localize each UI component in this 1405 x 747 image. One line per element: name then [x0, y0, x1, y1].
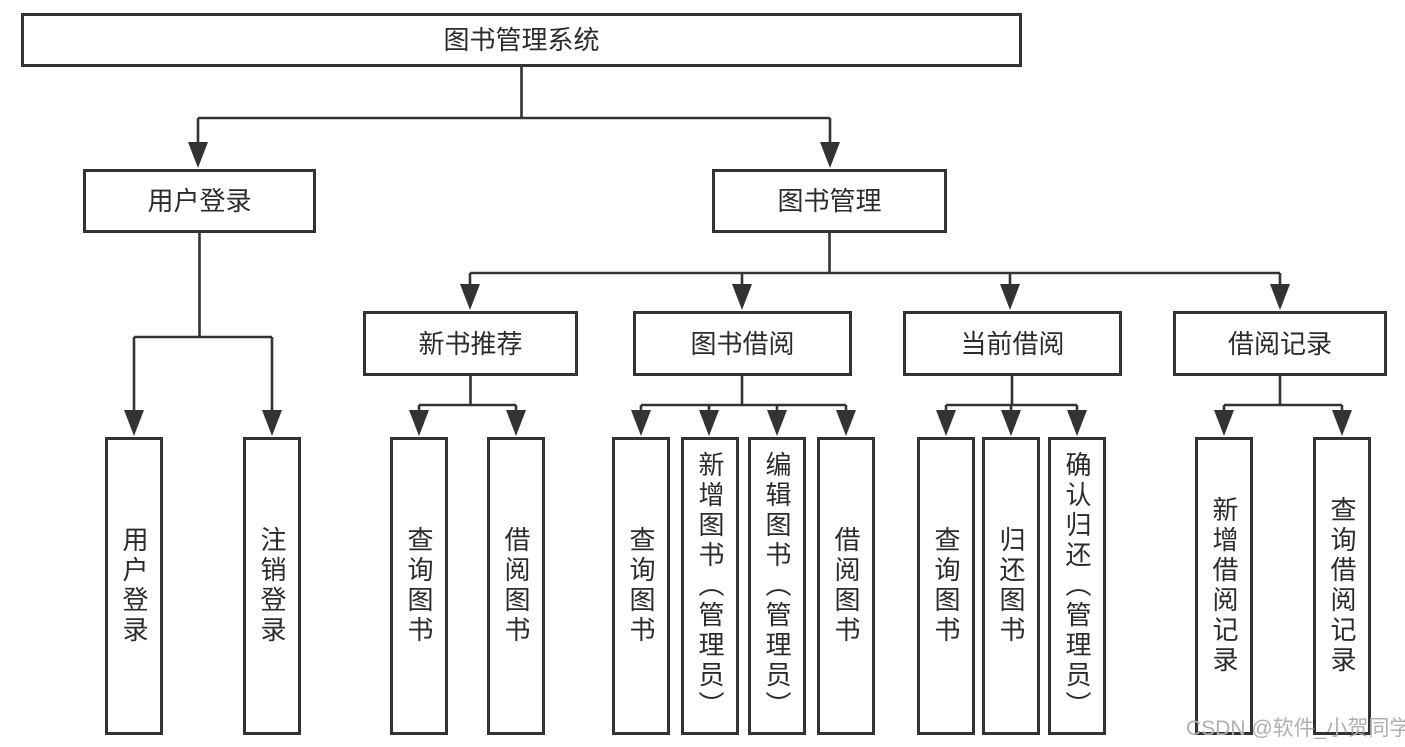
node-borrow-records: 借阅记录: [1173, 311, 1387, 376]
leaf-confirm-return-admin-label: 确认归还（管理员）: [1062, 451, 1092, 721]
connector-user-login-subtree: [132, 233, 274, 413]
node-new-book-recommendation: 新书推荐: [363, 311, 578, 376]
arrow-down-icon: [188, 142, 208, 168]
leaf-add-books-admin: 新增图书（管理员）: [681, 437, 739, 735]
leaf-add-borrow-record-label: 新增借阅记录: [1209, 496, 1239, 676]
connector-book-management-to-level3: [468, 233, 1282, 287]
leaf-borrow-books: 借阅图书: [817, 437, 875, 735]
arrow-down-icon: [1001, 410, 1021, 436]
node-book-borrowing: 图书借阅: [633, 311, 852, 376]
leaf-borrow-books-recommend-label: 借阅图书: [501, 526, 531, 646]
leaf-borrow-books-label: 借阅图书: [831, 526, 861, 646]
arrow-down-icon: [1270, 284, 1290, 310]
node-root-label: 图书管理系统: [443, 25, 600, 55]
arrow-down-icon: [1332, 410, 1352, 436]
node-root-library-management-system: 图书管理系统: [21, 13, 1022, 67]
arrow-down-icon: [1214, 410, 1234, 436]
arrow-down-icon: [1000, 284, 1020, 310]
node-new-book-recommendation-label: 新书推荐: [418, 328, 523, 359]
arrow-down-icon: [409, 410, 429, 436]
arrow-down-icon: [836, 410, 856, 436]
leaf-user-login: 用户登录: [105, 437, 163, 735]
leaf-add-borrow-record: 新增借阅记录: [1195, 437, 1253, 735]
leaf-edit-books-admin-label: 编辑图书（管理员）: [762, 451, 792, 721]
leaf-return-books-label: 归还图书: [996, 526, 1026, 646]
arrow-down-icon: [262, 410, 282, 436]
arrow-down-icon: [699, 410, 719, 436]
arrow-down-icon: [767, 410, 787, 436]
connector-borrow-records-subtree: [1222, 376, 1344, 413]
leaf-query-books-borrow: 查询图书: [612, 437, 670, 735]
node-current-borrowing-label: 当前借阅: [960, 328, 1065, 359]
leaf-query-books-current-label: 查询图书: [931, 526, 961, 646]
leaf-return-books: 归还图书: [982, 437, 1040, 735]
leaf-query-books-recommend: 查询图书: [390, 437, 448, 735]
arrow-down-icon: [631, 410, 651, 436]
leaf-logout: 注销登录: [243, 437, 301, 735]
leaf-query-books-recommend-label: 查询图书: [404, 526, 434, 646]
arrow-down-icon: [820, 142, 840, 168]
leaf-edit-books-admin: 编辑图书（管理员）: [748, 437, 806, 735]
leaf-query-borrow-record-label: 查询借阅记录: [1327, 496, 1357, 676]
connector-root-to-level2: [196, 67, 832, 145]
arrow-down-icon: [1067, 410, 1087, 436]
arrow-down-icon: [732, 284, 752, 310]
leaf-confirm-return-admin: 确认归还（管理员）: [1048, 437, 1106, 735]
connector-book-borrow-subtree: [639, 376, 848, 413]
leaf-logout-label: 注销登录: [257, 526, 287, 646]
arrow-down-icon: [460, 284, 480, 310]
arrow-down-icon: [124, 410, 144, 436]
arrow-down-icon: [506, 410, 526, 436]
node-book-management-label: 图书管理: [777, 186, 882, 216]
leaf-query-books-current: 查询图书: [917, 437, 975, 735]
connector-lines: [132, 67, 1344, 413]
node-user-login: 用户登录: [83, 169, 316, 233]
leaf-borrow-books-recommend: 借阅图书: [487, 437, 545, 735]
leaf-user-login-label: 用户登录: [119, 526, 149, 646]
leaf-query-books-borrow-label: 查询图书: [626, 526, 656, 646]
node-book-borrowing-label: 图书借阅: [690, 328, 795, 359]
connector-new-book-subtree: [417, 376, 518, 413]
connector-current-borrow-subtree: [944, 376, 1079, 413]
csdn-watermark: CSDN @软件_小贺同学: [1186, 717, 1405, 740]
node-user-login-label: 用户登录: [147, 186, 252, 216]
arrow-down-icon: [936, 410, 956, 436]
leaf-add-books-admin-label: 新增图书（管理员）: [695, 451, 725, 721]
node-current-borrowing: 当前借阅: [903, 311, 1122, 376]
leaf-query-borrow-record: 查询借阅记录: [1313, 437, 1371, 735]
node-borrow-records-label: 借阅记录: [1227, 328, 1332, 359]
arrowheads: [124, 142, 1352, 436]
node-book-management: 图书管理: [712, 169, 947, 233]
